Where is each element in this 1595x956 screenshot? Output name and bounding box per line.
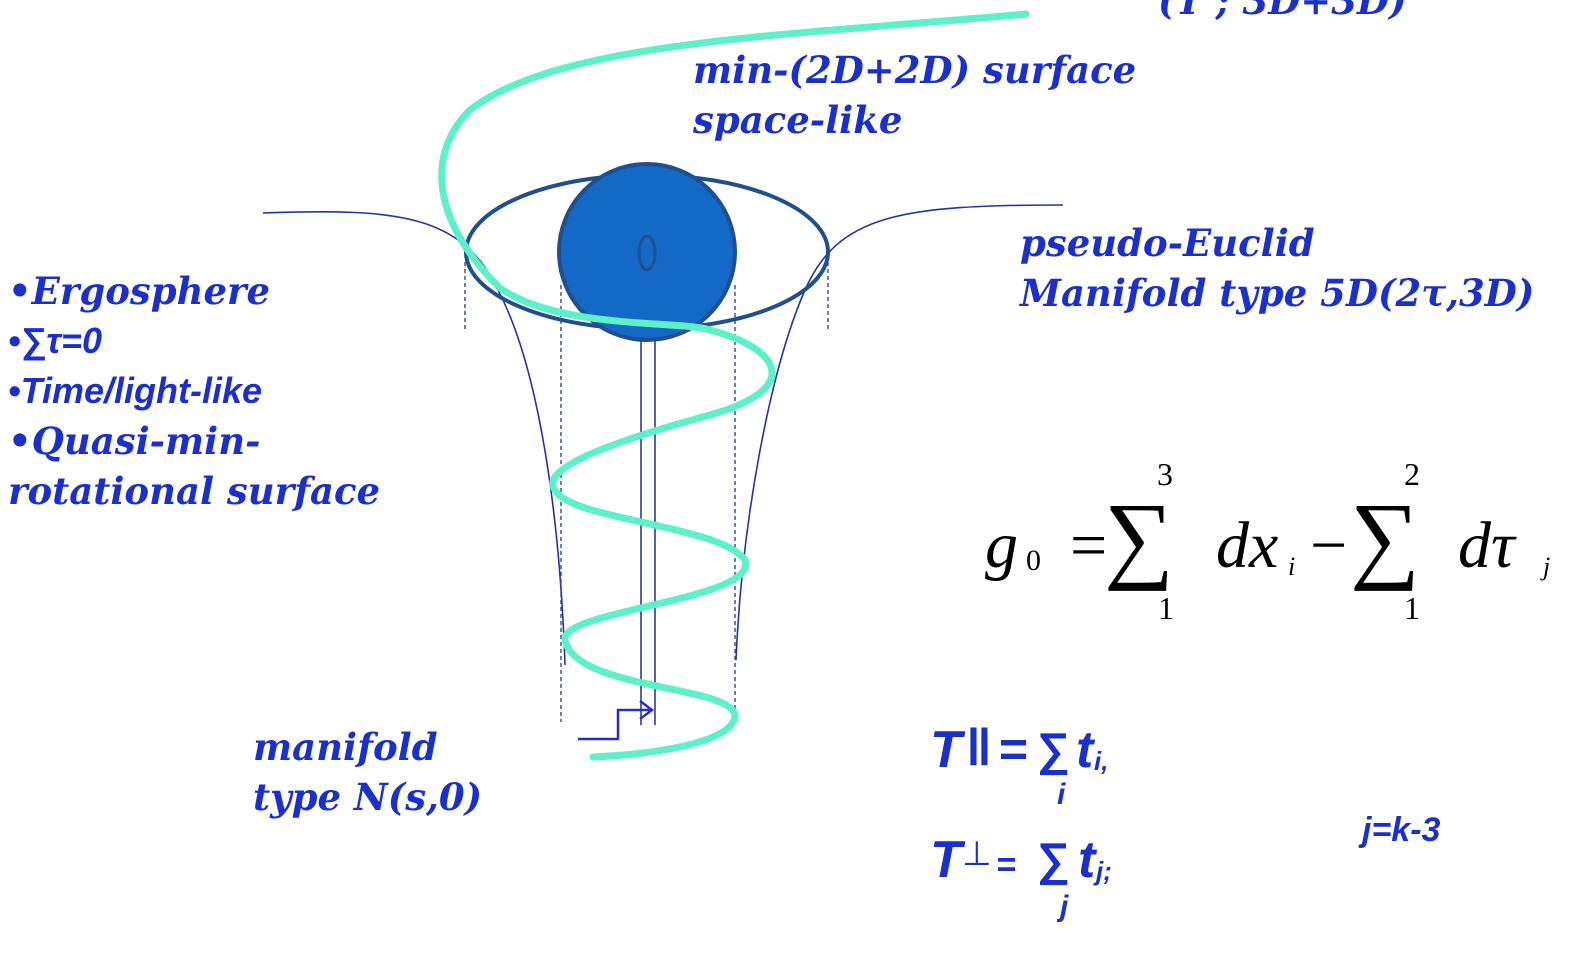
dashed-guides [464,262,829,722]
top-corner-label: (T ; 3D+3D) [1158,0,1407,23]
t-par-sum: ∑ [1037,723,1070,775]
eq-lhs-sub: 0 [1026,544,1041,577]
t-perp-symbol: T [930,831,962,889]
pseudo-euclid-label: pseudo-Euclid [1020,221,1315,265]
rotational-surface-item: rotational surface [8,469,381,513]
t-perp-sign: ⊥ [962,835,992,873]
t-parallel-equation: T ‖ = ∑ t i, i [930,719,1150,820]
t-perp-term: t [1078,831,1096,889]
t-perp-equation: T ⊥ = ∑ t j; j [930,830,1150,940]
manifold-type-label: type N(s,0) [253,775,483,819]
t-par-bars: ‖ [966,719,992,777]
min-surface-label: min-(2D+2D) surface [693,48,1137,92]
sum1-upper: 3 [1157,456,1173,492]
blue-sphere [557,162,737,342]
time-light-item: •Time/light-like [8,370,262,411]
teal-helix [438,10,1030,761]
eq-equals: = [1070,509,1108,582]
ergosphere-item: •Ergosphere [8,269,271,313]
t-par-index: i [1057,778,1066,811]
t-par-symbol: T [930,721,962,779]
sum2-upper: 2 [1404,456,1420,492]
eq-term2-sub: j [1543,552,1551,581]
step-arrow [578,700,655,741]
manifold-label: manifold [253,725,438,769]
t-perp-sum: ∑ [1037,833,1070,885]
funnel-left-wall [262,210,566,666]
manifold-5d-label: Manifold type 5D(2τ,3D) [1020,271,1535,315]
eq-term1-sub: i [1288,552,1296,581]
eq-term1: dx [1216,509,1279,582]
t-par-equals: = [998,721,1028,777]
sum1-lower: 1 [1158,590,1174,626]
eq-lhs: g [985,509,1018,582]
metric-equation: g 0 = 3 ∑ 1 dx i − 2 ∑ 1 dτ j [980,456,1580,630]
t-par-term-sub: i, [1094,746,1109,776]
eq-minus: − [1310,509,1348,582]
t-perp-index: j [1060,890,1069,923]
sphere-core-ellipse [637,234,657,272]
sum2-lower: 1 [1404,590,1420,626]
eq-term2: dτ [1458,509,1515,582]
t-perp-equals: = [996,846,1016,884]
t-par-term: t [1076,721,1094,779]
t-perp-term-sub: j; [1096,856,1112,886]
quasi-min-item: •Quasi-min- [8,419,261,463]
sum1-sign: ∑ [1104,484,1174,592]
j-relation-label: j=k-3 [1362,811,1441,849]
sum2-sign: ∑ [1350,484,1420,592]
space-like-label: space-like [693,98,903,142]
sum-tau-item: •∑τ=0 [8,320,103,361]
